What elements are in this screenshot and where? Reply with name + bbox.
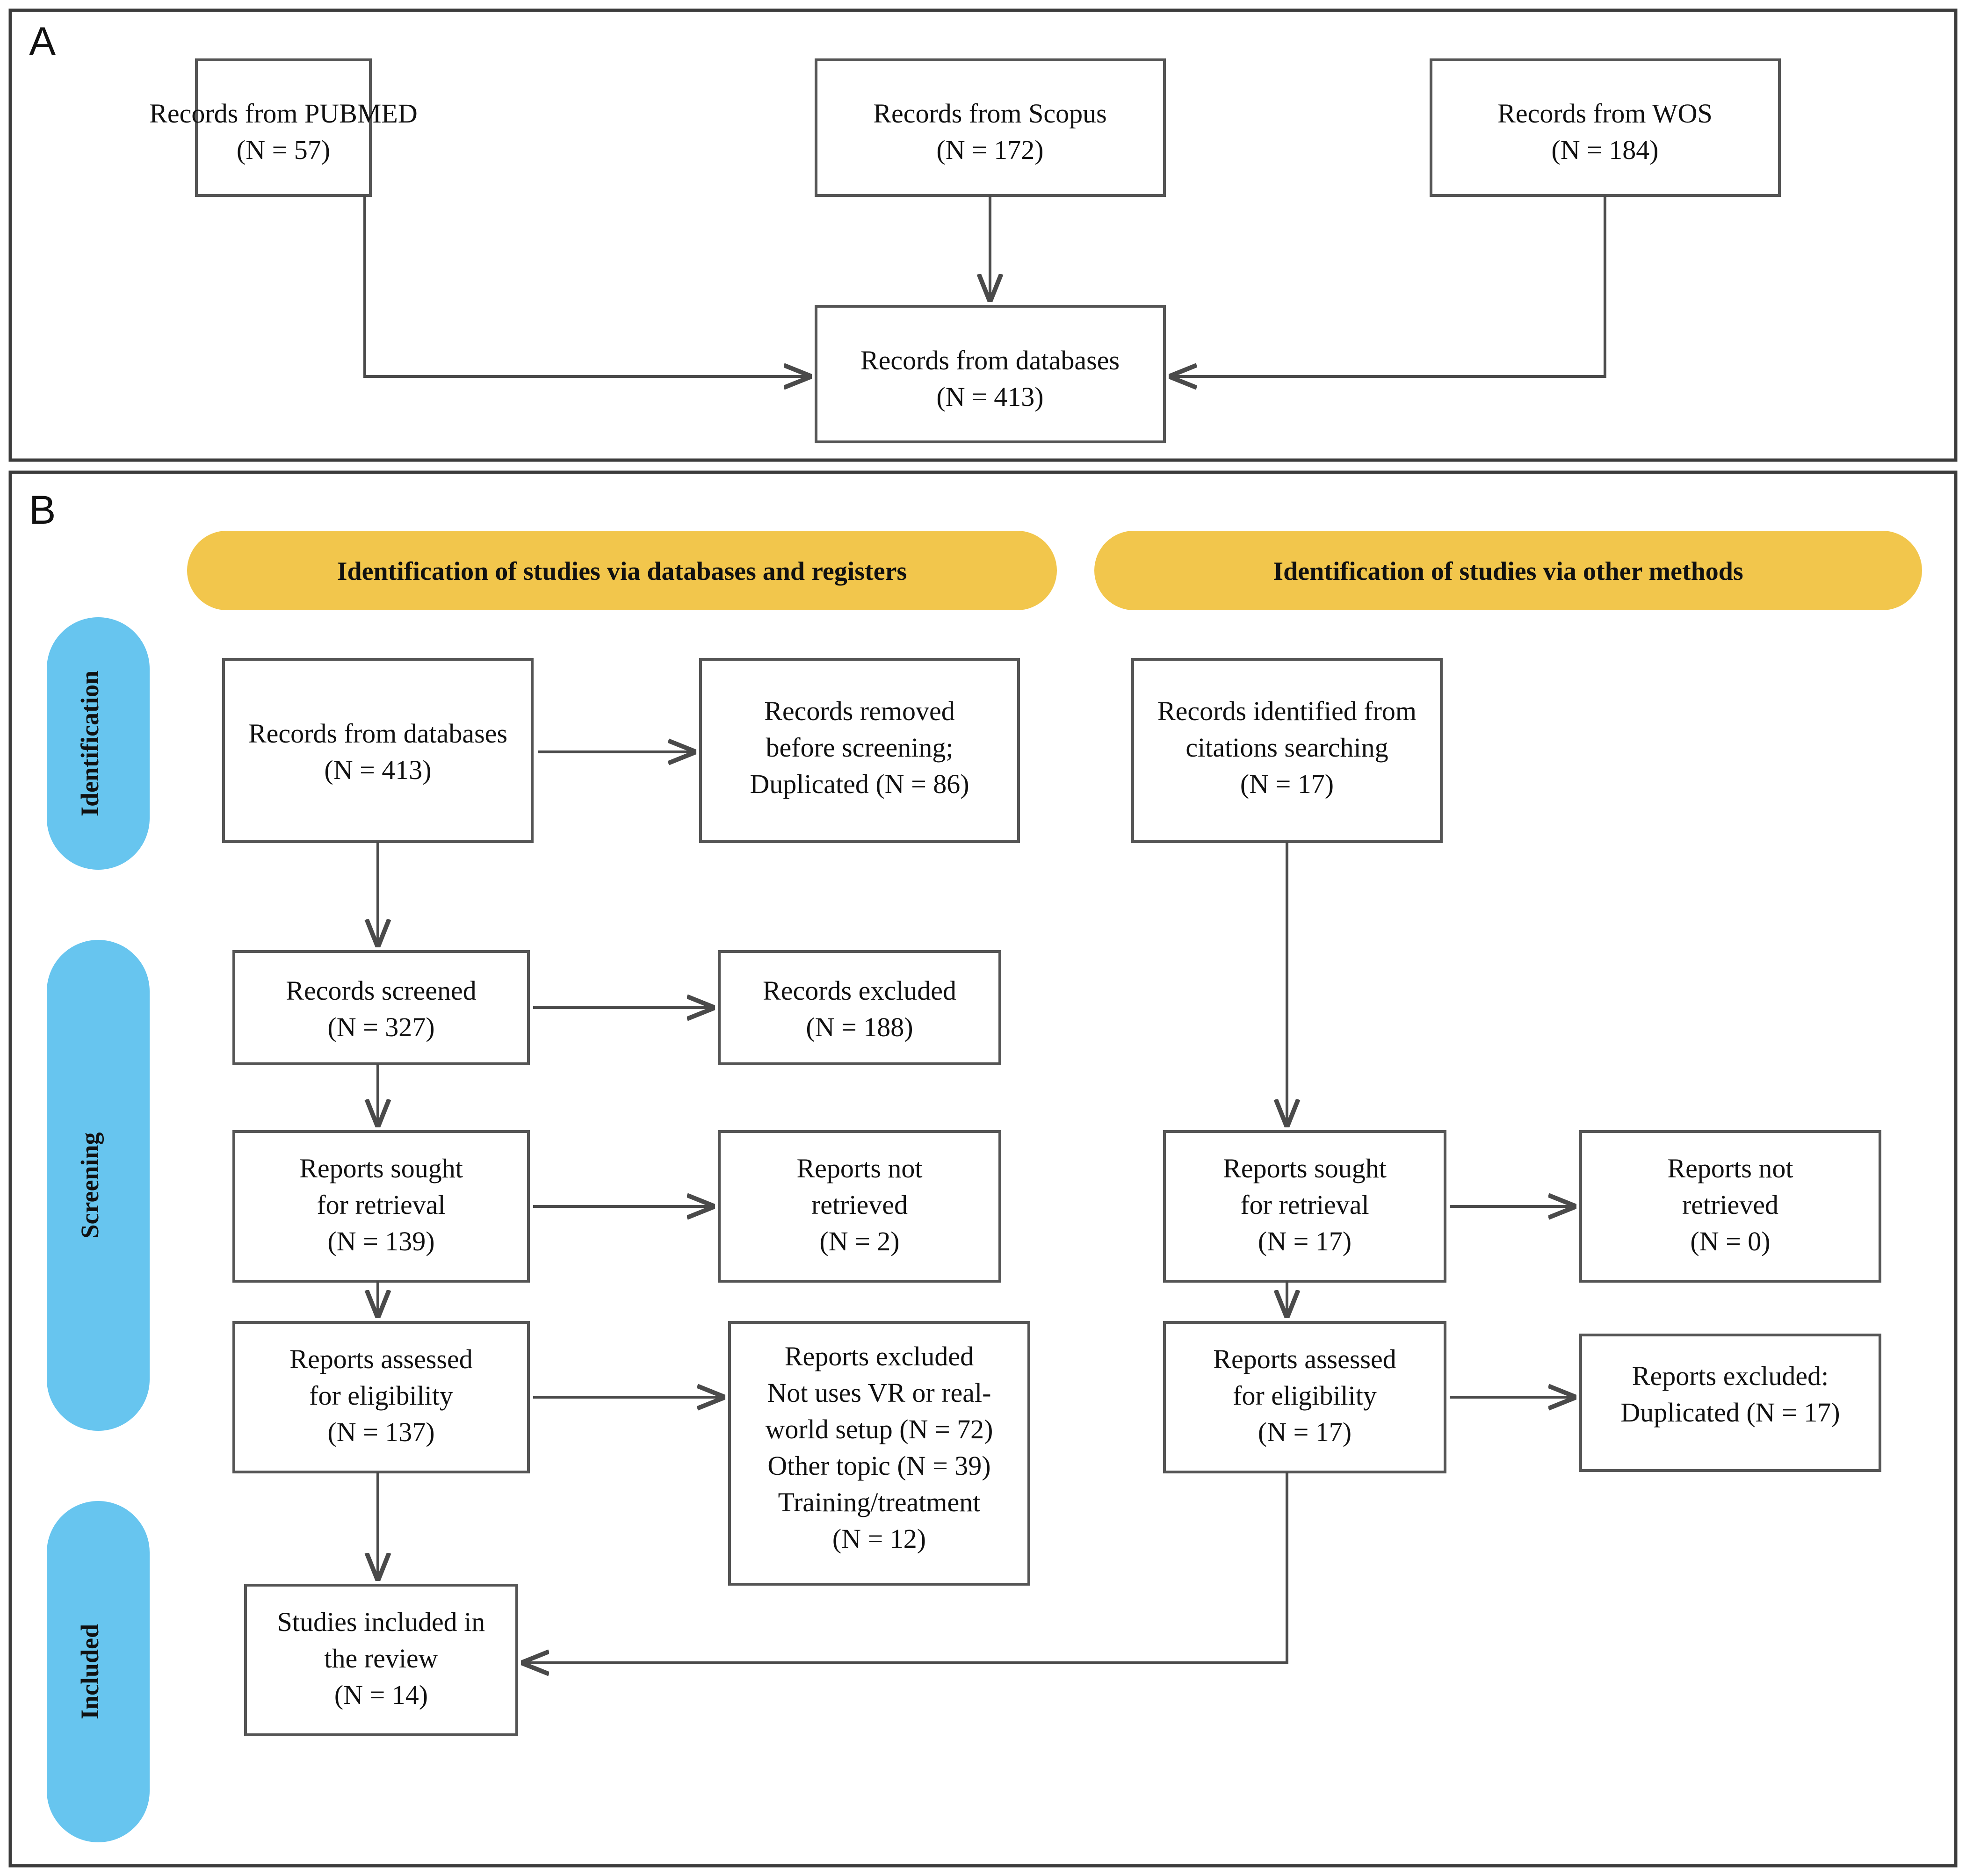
node-b-records-screened-line2: (N = 327) (327, 1012, 434, 1042)
node-b-studies-included-line3: (N = 14) (334, 1680, 428, 1710)
node-b-studies-included-line2: the review (324, 1643, 438, 1674)
node-records-from-wos (1430, 58, 1781, 197)
node-b-records-excluded-line2: (N = 188) (806, 1012, 913, 1042)
node-b-reports-not-retrieved-right (1579, 1130, 1881, 1283)
node-b-records-from-databases-line2: (N = 413) (324, 755, 431, 785)
node-b-records-removed-line3: Duplicated (N = 86) (750, 769, 969, 799)
node-records-from-pubmed (195, 58, 372, 197)
node-b-reports-not-retrieved-right-line2: retrieved (1682, 1190, 1778, 1220)
node-b-reports-excluded-right-line1: Reports excluded: (1632, 1361, 1829, 1391)
panel-b-letter: B (29, 488, 56, 533)
node-b-reports-not-retrieved-left-line2: retrieved (811, 1190, 908, 1220)
node-records-from-databases-a-line2: (N = 413) (936, 382, 1043, 412)
node-records-from-scopus-line1: Records from Scopus (873, 98, 1106, 129)
node-b-reports-excluded-right (1579, 1334, 1881, 1472)
node-b-reports-excluded-detail-line6: (N = 12) (832, 1523, 926, 1554)
node-b-records-screened-line1: Records screened (286, 975, 476, 1006)
node-b-reports-excluded-detail-line2: Not uses VR or real- (767, 1378, 991, 1408)
node-b-records-identified-citations-line1: Records identified from (1157, 696, 1417, 726)
node-b-records-identified-citations (1131, 658, 1443, 843)
node-b-reports-not-retrieved-left (718, 1130, 1001, 1283)
node-b-studies-included (244, 1584, 518, 1736)
node-b-reports-excluded-detail-line4: Other topic (N = 39) (767, 1450, 990, 1481)
node-b-reports-not-retrieved-right-line3: (N = 0) (1690, 1226, 1770, 1256)
node-b-reports-assessed-right-line2: for eligibility (1233, 1380, 1377, 1411)
stage-pill-included (47, 1501, 150, 1842)
node-b-studies-included-line1: Studies included in (277, 1607, 485, 1637)
connector-wos-to-databases (1171, 195, 1606, 376)
node-b-records-removed-line1: Records removed (764, 696, 954, 726)
node-records-from-databases-a (815, 305, 1166, 443)
node-b-reports-sought-right-line3: (N = 17) (1258, 1226, 1352, 1256)
node-b-reports-not-retrieved-right-line1: Reports not (1667, 1153, 1793, 1183)
node-b-reports-excluded-detail (728, 1321, 1030, 1586)
node-b-reports-not-retrieved-left-line1: Reports not (796, 1153, 922, 1183)
node-records-from-pubmed-line1: Records from PUBMED (149, 98, 418, 129)
stage-pill-screening (47, 940, 150, 1431)
node-b-reports-sought-right-line2: for retrieval (1240, 1190, 1369, 1220)
node-records-from-pubmed-line2: (N = 57) (237, 135, 330, 165)
node-b-reports-sought-left-line2: for retrieval (317, 1190, 445, 1220)
node-b-reports-assessed-left-line2: for eligibility (309, 1380, 453, 1411)
node-b-reports-not-retrieved-left-line3: (N = 2) (819, 1226, 899, 1256)
banner-other-methods (1094, 531, 1922, 610)
banner-other-methods-label: Identification of studies via other meth… (1273, 557, 1743, 586)
panel-a-letter: A (29, 19, 56, 64)
node-b-records-identified-citations-line3: (N = 17) (1240, 769, 1334, 799)
node-b-reports-assessed-left (232, 1321, 530, 1473)
stage-pill-included-label: Included (76, 1624, 104, 1719)
node-b-reports-sought-right (1163, 1130, 1446, 1283)
panel-b-frame (8, 470, 1958, 1868)
node-records-from-wos-line1: Records from WOS (1497, 98, 1713, 129)
node-b-reports-excluded-right-line2: Duplicated (N = 17) (1620, 1397, 1840, 1428)
node-b-reports-sought-left-line3: (N = 139) (327, 1226, 434, 1256)
node-b-records-from-databases-line1: Records from databases (248, 718, 507, 749)
node-b-records-screened (232, 950, 530, 1065)
connector-pubmed-to-databases (363, 195, 809, 376)
node-b-records-removed (699, 658, 1020, 843)
node-b-records-excluded-line1: Records excluded (763, 975, 956, 1006)
node-records-from-databases-a-line1: Records from databases (860, 345, 1120, 375)
node-b-reports-sought-right-line1: Reports sought (1223, 1153, 1387, 1183)
node-b-reports-assessed-left-line1: Reports assessed (289, 1344, 472, 1374)
connector-right-to-studies-included (524, 1472, 1288, 1663)
node-b-reports-sought-left-line1: Reports sought (299, 1153, 463, 1183)
node-records-from-wos-line2: (N = 184) (1551, 135, 1658, 165)
node-b-reports-assessed-right-line3: (N = 17) (1258, 1417, 1352, 1447)
node-b-records-removed-line2: before screening; (766, 732, 954, 763)
node-b-records-from-databases (222, 658, 534, 843)
node-b-reports-assessed-right-line1: Reports assessed (1213, 1344, 1396, 1374)
node-b-reports-excluded-detail-line3: world setup (N = 72) (766, 1414, 993, 1444)
node-b-records-excluded (718, 950, 1001, 1065)
banner-databases-registers-label: Identification of studies via databases … (337, 557, 907, 586)
stage-pill-identification (47, 617, 150, 870)
node-b-records-identified-citations-line2: citations searching (1185, 732, 1388, 763)
stage-pill-screening-label: Screening (76, 1133, 104, 1239)
node-b-reports-excluded-detail-line5: Training/treatment (778, 1487, 981, 1517)
node-b-reports-assessed-left-line3: (N = 137) (327, 1417, 434, 1447)
node-records-from-scopus-line2: (N = 172) (936, 135, 1043, 165)
banner-databases-registers (187, 531, 1057, 610)
node-b-reports-excluded-detail-line1: Reports excluded (785, 1341, 974, 1371)
node-records-from-scopus (815, 58, 1166, 197)
node-b-reports-assessed-right (1163, 1321, 1446, 1473)
node-b-reports-sought-left (232, 1130, 530, 1283)
stage-pill-identification-label: Identification (76, 671, 104, 816)
panel-a-frame (8, 8, 1958, 462)
